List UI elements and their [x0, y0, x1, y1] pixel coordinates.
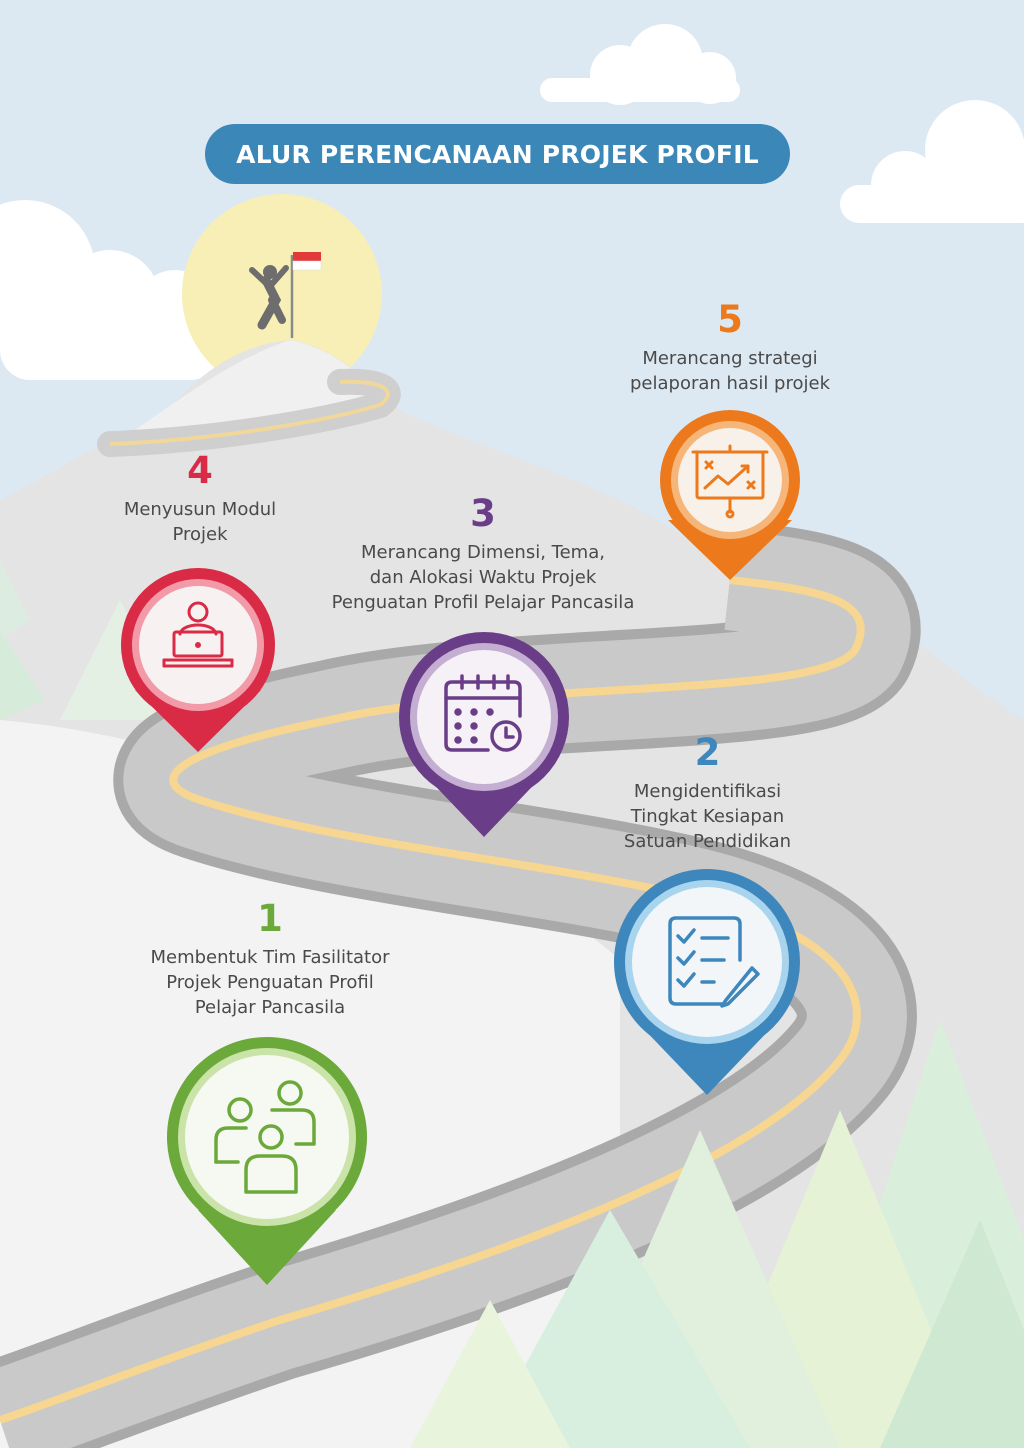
cloud	[840, 100, 1024, 223]
laptop-user-icon	[162, 601, 234, 668]
presentation-chart-icon	[691, 444, 769, 519]
tree	[410, 1020, 1024, 1448]
road-center-line	[0, 576, 865, 1424]
pin-step-3	[399, 632, 569, 837]
road-top-line	[109, 379, 390, 446]
step-number: 2	[694, 731, 721, 774]
step-number: 4	[187, 449, 213, 492]
step-3-label: 3 Merancang Dimensi, Tema,dan Alokasi Wa…	[300, 494, 666, 615]
pin-step-1	[167, 1037, 367, 1285]
pin-step-2	[614, 869, 800, 1095]
page-title: ALUR PERENCANAAN PROJEK PROFIL	[205, 124, 790, 184]
pin-step-4	[121, 568, 275, 752]
calendar-icon	[444, 674, 522, 752]
step-number: 1	[257, 897, 283, 940]
sun	[182, 194, 382, 394]
checklist-icon	[668, 916, 760, 1008]
step-number: 3	[470, 492, 496, 535]
cloud	[540, 24, 740, 105]
team-icon	[214, 1080, 316, 1194]
step-number: 5	[717, 298, 743, 341]
climber-figure	[249, 252, 322, 338]
step-description: Merancang Dimensi, Tema,dan Alokasi Wakt…	[331, 542, 635, 613]
pin-step-5	[660, 410, 800, 580]
